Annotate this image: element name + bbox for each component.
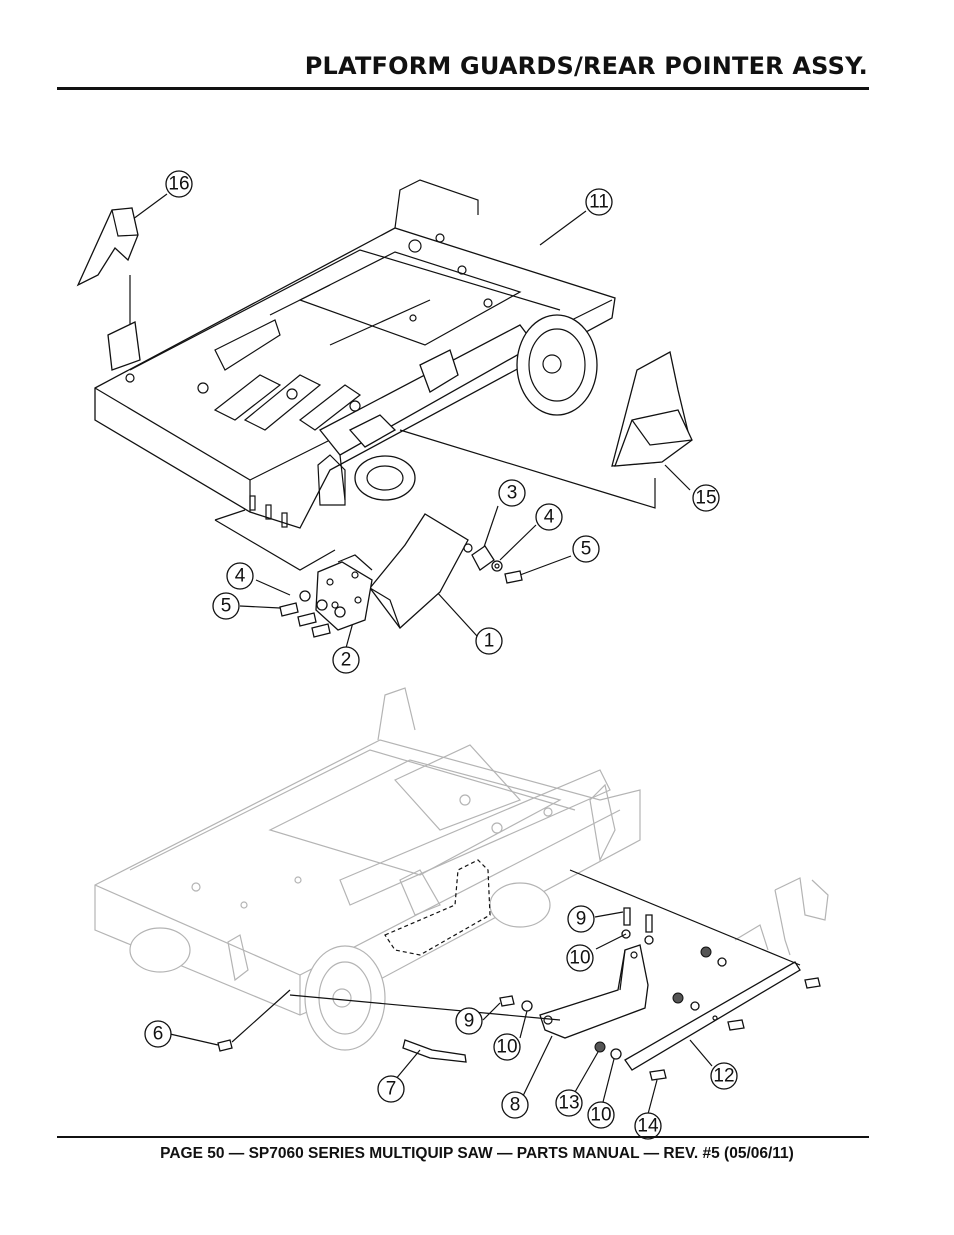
fastener-set-lower	[217, 907, 821, 1081]
svg-text:4: 4	[235, 566, 246, 587]
svg-text:9: 9	[576, 909, 587, 930]
svg-text:3: 3	[507, 483, 518, 504]
callout-11: 11	[585, 188, 613, 216]
svg-text:11: 11	[589, 192, 609, 213]
callout-5-right: 5	[572, 535, 600, 563]
svg-text:10: 10	[590, 1105, 611, 1126]
svg-text:9: 9	[464, 1011, 475, 1032]
part-2-mounting-plate	[315, 554, 373, 631]
page-title: PLATFORM GUARDS/REAR POINTER ASSY.	[304, 52, 868, 80]
svg-text:6: 6	[153, 1024, 164, 1045]
callout-16: 16	[165, 170, 193, 198]
svg-text:1: 1	[484, 631, 495, 652]
callout-1: 1	[475, 627, 503, 655]
svg-text:16: 16	[168, 174, 189, 195]
svg-text:15: 15	[695, 488, 716, 509]
callout-10-upper: 10	[566, 944, 594, 972]
part-7-pin	[402, 1039, 467, 1063]
upper-platform-frame	[94, 179, 616, 529]
svg-text:5: 5	[581, 539, 592, 560]
part-15-right-guard	[611, 351, 693, 467]
fastener-set-upper	[279, 560, 523, 638]
header-rule	[57, 87, 869, 90]
svg-text:10: 10	[496, 1037, 517, 1058]
svg-text:14: 14	[637, 1116, 659, 1137]
callout-4-right: 4	[535, 503, 563, 531]
part-1-guard-bracket	[369, 513, 473, 629]
part-16-left-guard	[76, 207, 141, 371]
footer-rule	[57, 1136, 869, 1138]
lower-ghost-frame	[94, 687, 829, 1051]
page-footer: PAGE 50 — SP7060 SERIES MULTIQUIP SAW — …	[160, 1145, 794, 1162]
callout-14: 14	[634, 1112, 662, 1140]
svg-text:8: 8	[510, 1095, 521, 1116]
callout-7: 7	[377, 1075, 405, 1103]
callout-3: 3	[498, 479, 526, 507]
part-12-pointer-rod	[624, 961, 801, 1071]
svg-text:7: 7	[386, 1079, 397, 1100]
svg-text:4: 4	[544, 507, 555, 528]
callout-5-left: 5	[212, 592, 240, 620]
callout-8: 8	[501, 1091, 529, 1119]
callout-15: 15	[692, 484, 720, 512]
part-3-plate	[471, 545, 495, 571]
callout-2: 2	[332, 646, 360, 674]
svg-text:2: 2	[341, 650, 352, 671]
callout-12: 12	[710, 1062, 738, 1090]
callout-9-upper: 9	[567, 905, 595, 933]
svg-text:12: 12	[713, 1066, 734, 1087]
callout-10-lower: 10	[587, 1101, 615, 1129]
callout-6: 6	[144, 1020, 172, 1048]
callout-9-lower: 9	[455, 1007, 483, 1035]
part-8-pointer-bracket	[539, 944, 649, 1039]
callout-10-mid: 10	[493, 1033, 521, 1061]
svg-text:5: 5	[221, 596, 232, 617]
svg-text:13: 13	[558, 1093, 579, 1114]
callout-13: 13	[555, 1089, 583, 1117]
hidden-bracket-outline	[384, 859, 491, 956]
lower-leader-lines	[169, 869, 801, 1115]
svg-text:10: 10	[569, 948, 590, 969]
callout-4-left: 4	[226, 562, 254, 590]
